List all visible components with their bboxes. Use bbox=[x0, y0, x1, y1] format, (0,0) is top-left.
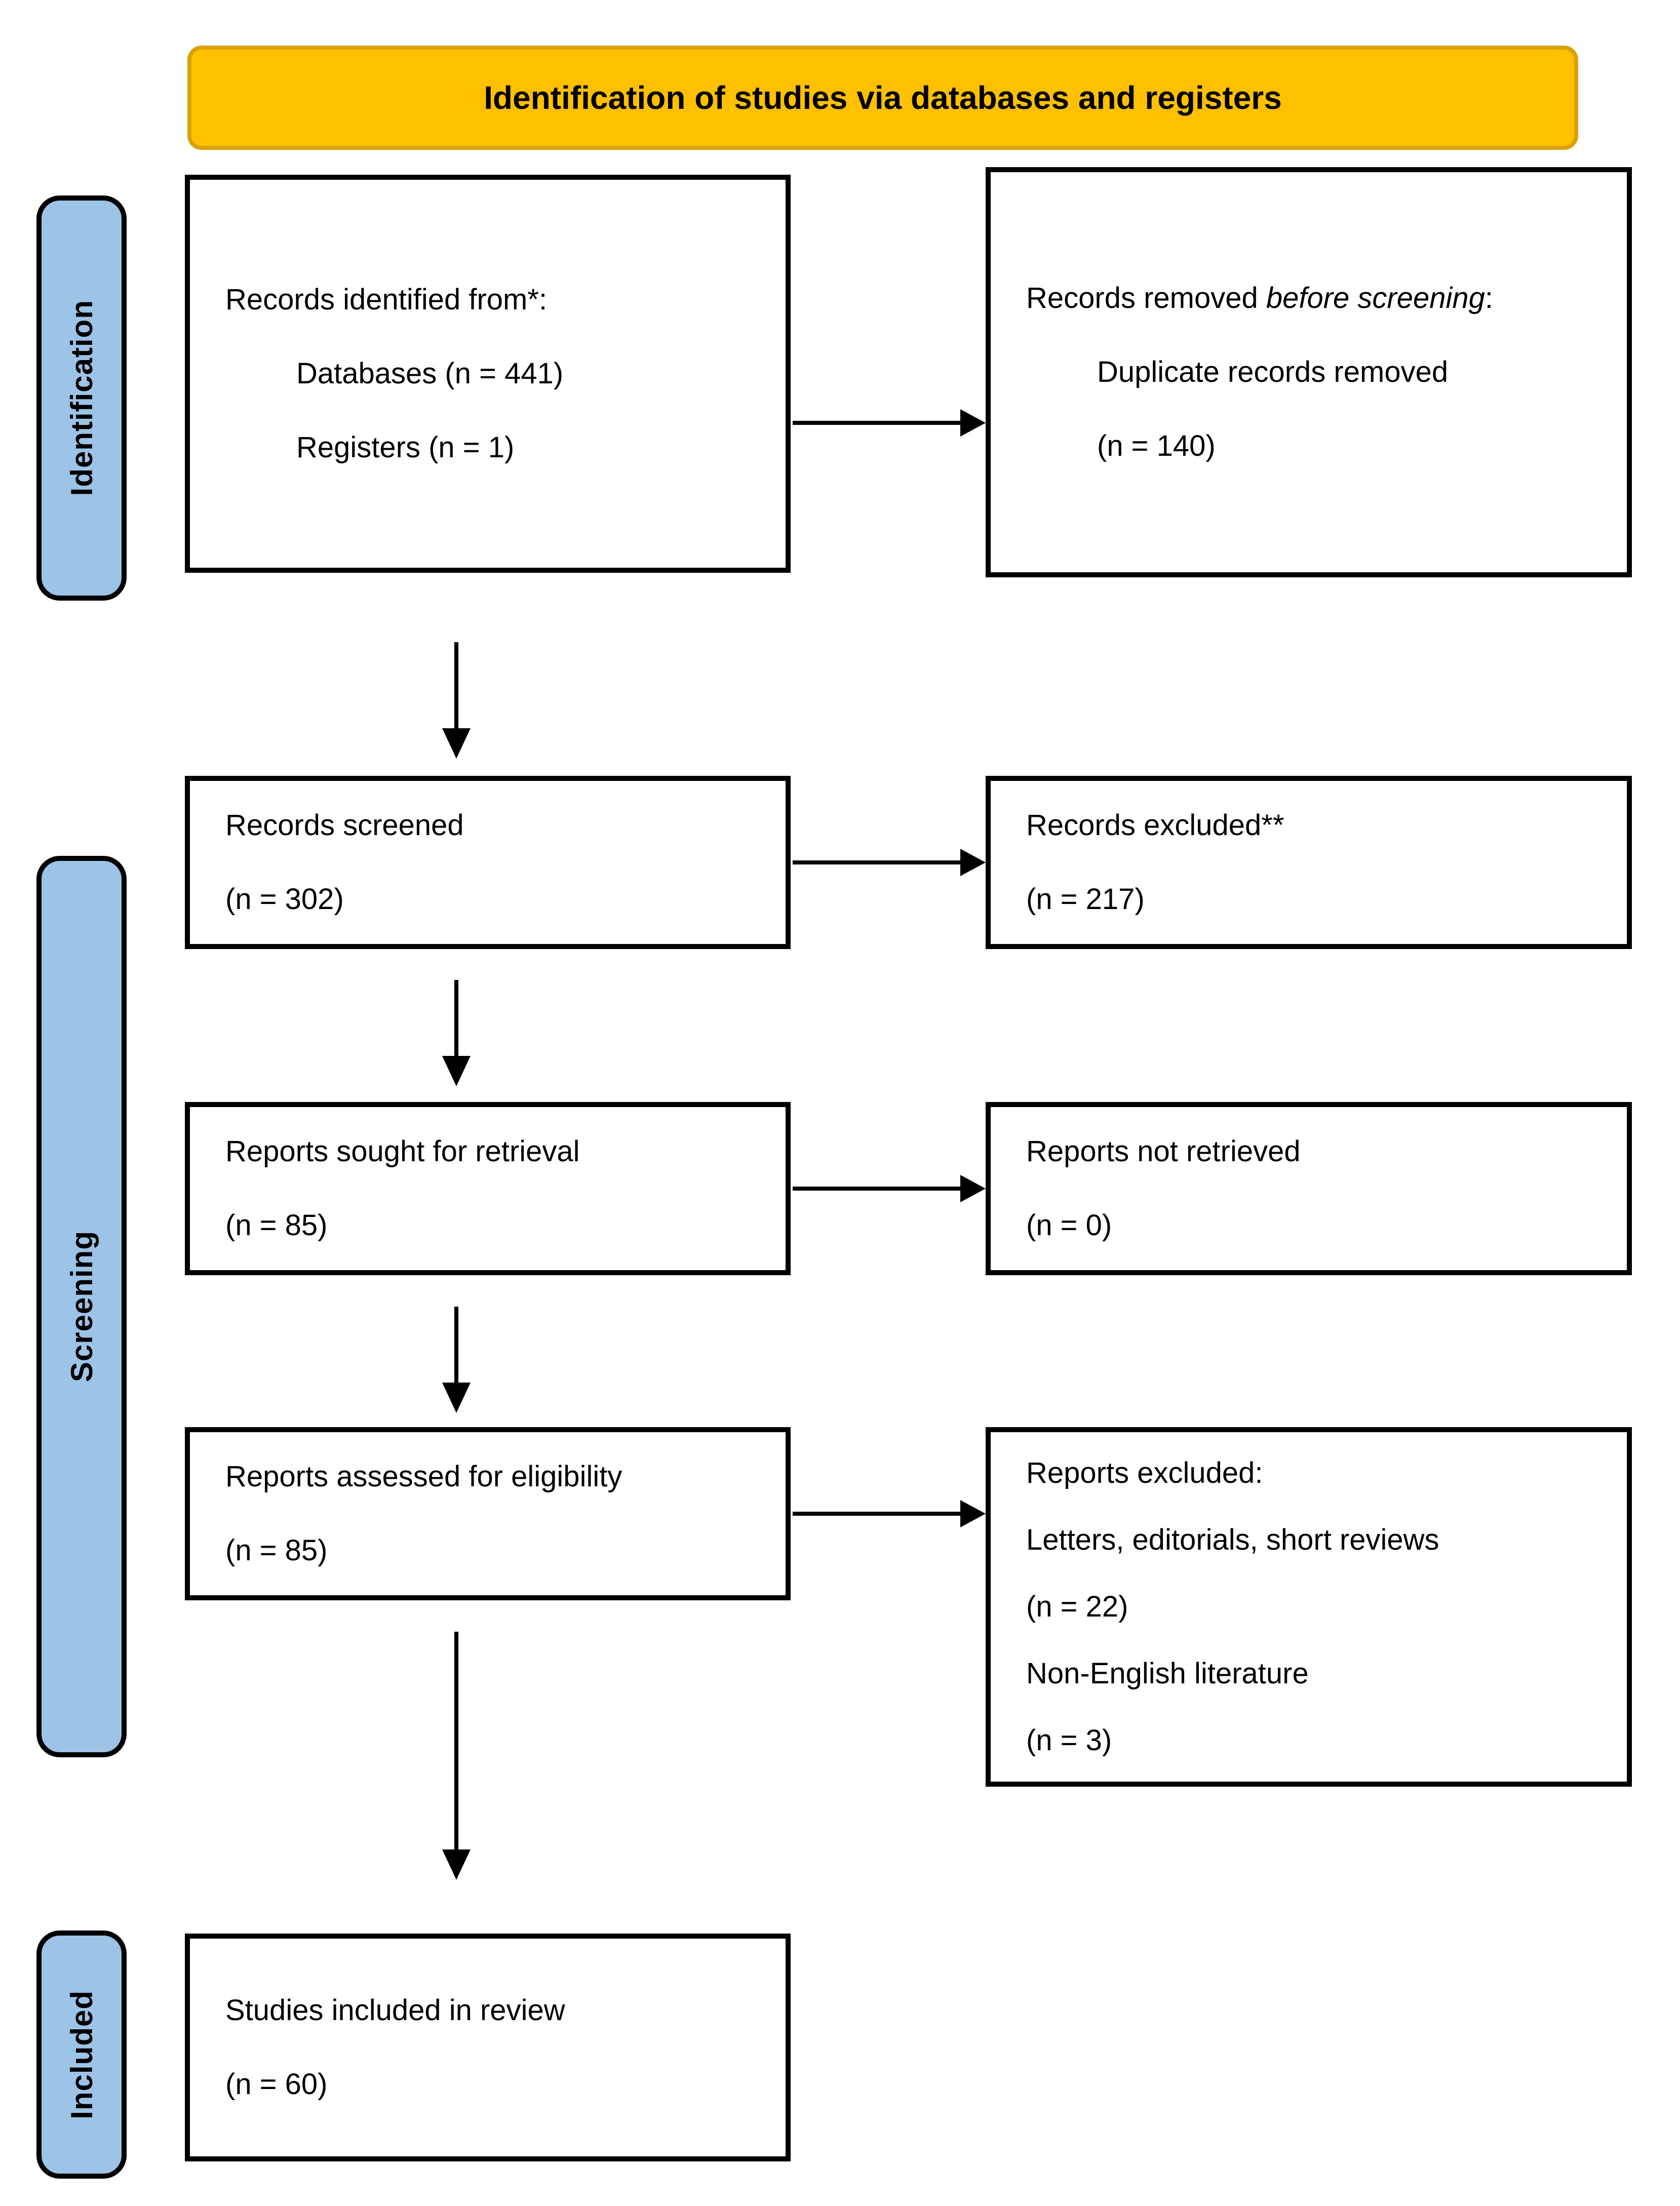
arrow-head-down-icon bbox=[442, 1849, 471, 1880]
arrow-head-right-icon bbox=[960, 1175, 986, 1202]
stage-label-screening: Screening bbox=[36, 856, 127, 1757]
arrow-line bbox=[454, 1632, 458, 1852]
arrow-identified-to-removed-icon bbox=[793, 409, 986, 437]
reports-excluded-reason1: Letters, editorials, short reviews bbox=[1026, 1523, 1439, 1556]
box-reports-assessed: Reports assessed for eligibility (n = 85… bbox=[185, 1427, 791, 1600]
stage-label-identification-text: Identification bbox=[64, 300, 99, 496]
records-removed-title-suffix: : bbox=[1484, 282, 1494, 314]
arrow-screened-to-excluded-icon bbox=[793, 849, 986, 876]
reports-excluded-reason2-count: (n = 3) bbox=[1026, 1724, 1112, 1757]
banner-title: Identification of studies via databases … bbox=[484, 80, 1282, 116]
arrow-line bbox=[793, 860, 961, 864]
arrow-head-down-icon bbox=[442, 728, 471, 759]
records-removed-title-italic: before screening bbox=[1266, 282, 1485, 314]
reports-sought-count: (n = 85) bbox=[225, 1209, 328, 1242]
box-reports-not-retrieved: Reports not retrieved (n = 0) bbox=[986, 1102, 1632, 1275]
arrow-head-right-icon bbox=[960, 409, 986, 437]
arrow-line bbox=[793, 421, 961, 425]
reports-sought-title: Reports sought for retrieval bbox=[225, 1135, 580, 1168]
reports-assessed-title: Reports assessed for eligibility bbox=[225, 1460, 622, 1493]
duplicate-records-removed: Duplicate records removed bbox=[1097, 356, 1449, 388]
records-identified-registers: Registers (n = 1) bbox=[296, 431, 515, 464]
studies-included-count: (n = 60) bbox=[225, 2068, 328, 2101]
reports-excluded-reason1-count: (n = 22) bbox=[1026, 1590, 1128, 1623]
box-records-identified: Records identified from*: Databases (n =… bbox=[185, 175, 791, 573]
arrow-line bbox=[454, 980, 458, 1058]
arrow-line bbox=[793, 1187, 961, 1191]
stage-label-identification: Identification bbox=[36, 195, 127, 601]
records-excluded-title: Records excluded** bbox=[1026, 809, 1284, 842]
arrow-head-down-icon bbox=[442, 1056, 471, 1086]
arrow-line bbox=[793, 1512, 961, 1516]
records-screened-title: Records screened bbox=[225, 809, 464, 842]
studies-included-title: Studies included in review bbox=[225, 1994, 565, 2027]
arrow-head-right-icon bbox=[960, 849, 986, 876]
arrow-assessed-to-included-icon bbox=[442, 1632, 471, 1880]
reports-not-retrieved-count: (n = 0) bbox=[1026, 1209, 1112, 1242]
box-reports-sought: Reports sought for retrieval (n = 85) bbox=[185, 1102, 791, 1275]
box-studies-included: Studies included in review (n = 60) bbox=[185, 1934, 791, 2161]
arrow-head-down-icon bbox=[442, 1383, 471, 1413]
stage-label-screening-text: Screening bbox=[64, 1231, 99, 1383]
arrow-identified-to-screened-icon bbox=[442, 642, 471, 759]
box-records-removed-before-screening: Records removed before screening: Duplic… bbox=[986, 167, 1632, 577]
stage-label-included: Included bbox=[36, 1931, 127, 2179]
arrow-sought-to-assessed-icon bbox=[442, 1307, 471, 1413]
reports-assessed-count: (n = 85) bbox=[225, 1534, 328, 1567]
reports-not-retrieved-title: Reports not retrieved bbox=[1026, 1135, 1301, 1168]
box-records-excluded: Records excluded** (n = 217) bbox=[986, 776, 1632, 949]
records-screened-count: (n = 302) bbox=[225, 883, 344, 916]
duplicate-records-removed-count: (n = 140) bbox=[1097, 429, 1216, 462]
reports-excluded-title: Reports excluded: bbox=[1026, 1456, 1263, 1489]
banner-identification-via-databases: Identification of studies via databases … bbox=[187, 46, 1578, 150]
arrow-head-right-icon bbox=[960, 1500, 986, 1527]
records-excluded-count: (n = 217) bbox=[1026, 883, 1145, 916]
arrow-screened-to-sought-icon bbox=[442, 980, 471, 1086]
arrow-sought-to-not-retrieved-icon bbox=[793, 1175, 986, 1202]
arrow-line bbox=[454, 1307, 458, 1385]
box-records-screened: Records screened (n = 302) bbox=[185, 776, 791, 949]
records-identified-databases: Databases (n = 441) bbox=[296, 357, 564, 390]
box-reports-excluded: Reports excluded: Letters, editorials, s… bbox=[986, 1427, 1632, 1787]
reports-excluded-reason2: Non-English literature bbox=[1026, 1657, 1309, 1690]
records-removed-title-prefix: Records removed bbox=[1026, 282, 1266, 314]
arrow-assessed-to-reports-excluded-icon bbox=[793, 1500, 986, 1527]
stage-label-included-text: Included bbox=[64, 1990, 99, 2119]
arrow-line bbox=[454, 642, 458, 730]
records-identified-title: Records identified from*: bbox=[225, 283, 548, 316]
records-removed-title: Records removed before screening: bbox=[1026, 261, 1612, 335]
